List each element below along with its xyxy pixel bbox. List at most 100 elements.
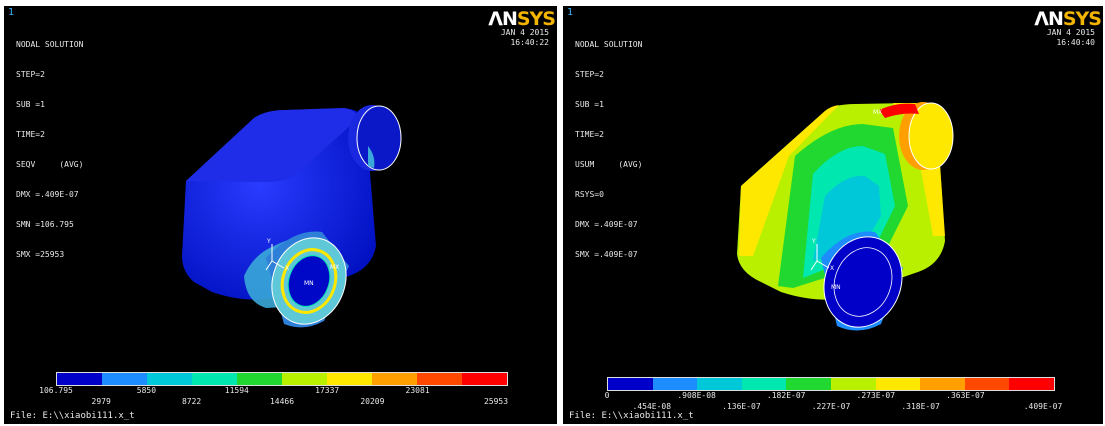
legend-swatch <box>964 378 1010 390</box>
legend-swatch <box>741 378 787 390</box>
legend-label-top: 0 <box>604 391 610 400</box>
solution-info: NODAL SOLUTION STEP=2 SUB =1 TIME=2 SEQV… <box>16 20 83 280</box>
z-axis-line <box>265 260 273 271</box>
legend-label-top: 106.795 <box>39 386 73 395</box>
legend-swatch <box>372 373 417 385</box>
legend-swatch <box>830 378 876 390</box>
legend-swatch <box>920 378 965 390</box>
contour-band <box>739 105 839 256</box>
max-marker: MX <box>873 109 882 116</box>
legend-swatch <box>147 373 192 385</box>
legend-swatch <box>875 378 921 390</box>
legend-label-top: .363E-07 <box>946 391 985 400</box>
legend-swatch <box>192 373 237 385</box>
file-path: File: E:\\xiaobi111.x_t <box>10 411 135 421</box>
legend-swatch <box>786 378 831 390</box>
left-viewport[interactable]: 1 NODAL SOLUTION STEP=2 SUB =1 TIME=2 SE… <box>4 6 557 424</box>
legend-label-bottom: 14466 <box>269 397 295 406</box>
ansys-logo: ΛNSYS <box>1034 8 1102 30</box>
legend-label-top: 5850 <box>136 386 157 395</box>
info-line: SEQV (AVG) <box>16 160 84 169</box>
legend-swatch <box>237 373 282 385</box>
legend-swatch <box>102 373 147 385</box>
legend-label-bottom: 20209 <box>360 397 385 406</box>
info-line: STEP=2 <box>575 70 604 79</box>
legend-label-bottom: .454E-08 <box>632 402 672 411</box>
info-line: SUB =1 <box>16 100 45 109</box>
legend-label-bottom: .318E-07 <box>901 402 940 411</box>
legend-swatch <box>1009 378 1054 390</box>
legend-label-bottom: .227E-07 <box>811 402 851 411</box>
stress-model: Y X MN MX <box>182 105 402 328</box>
window-number: 1 <box>567 7 574 18</box>
x-axis-line <box>816 260 830 269</box>
solution-info: NODAL SOLUTION STEP=2 SUB =1 TIME=2 USUM… <box>575 20 642 280</box>
legend-label-top: 23081 <box>405 386 430 395</box>
legend-label-top: .182E-07 <box>766 391 806 400</box>
info-line: SMN =106.795 <box>16 220 74 229</box>
legend-swatch <box>608 378 653 390</box>
info-line: STEP=2 <box>16 70 45 79</box>
legend-swatch <box>417 373 462 385</box>
right-flange-face <box>908 102 954 170</box>
min-marker: MN <box>304 280 314 287</box>
legend-label-bottom: .409E-07 <box>1023 402 1063 411</box>
info-line: USUM (AVG) <box>575 160 643 169</box>
date-text: JAN 4 2015 <box>500 28 549 37</box>
legend-label-bottom: .136E-07 <box>722 402 761 411</box>
legend-label-bottom: 25953 <box>483 397 509 406</box>
info-line: TIME=2 <box>575 130 604 139</box>
time-text: 16:40:40 <box>1056 38 1095 47</box>
x-axis-label: X <box>285 265 289 272</box>
info-line: NODAL SOLUTION <box>16 40 84 49</box>
min-marker: MN <box>831 284 841 291</box>
displacement-model: Y X MN MX <box>737 102 954 331</box>
info-line: RSYS=0 <box>575 190 604 199</box>
legend-swatch <box>57 373 102 385</box>
right-flange-face <box>356 105 402 171</box>
lower-flange-face <box>823 236 903 328</box>
y-axis-label: Y <box>266 238 271 245</box>
info-line: SUB =1 <box>575 100 604 109</box>
info-line: SMX =.409E-07 <box>575 250 638 259</box>
legend-bar <box>56 372 508 386</box>
legend-label-bottom: 2979 <box>91 397 111 406</box>
ansys-logo: ΛNSYS <box>488 8 556 30</box>
x-axis-line <box>271 260 285 269</box>
stress-ring <box>280 248 338 314</box>
info-line: DMX =.409E-07 <box>575 220 638 229</box>
info-line: TIME=2 <box>16 130 45 139</box>
body-top-face <box>186 108 359 182</box>
legend-bar <box>607 377 1055 391</box>
legend-label-top: .273E-07 <box>856 391 896 400</box>
file-path: File: E:\\xiaobi111.x_t <box>569 411 694 421</box>
legend-label-top: 11594 <box>224 386 249 395</box>
legend-swatch <box>462 373 507 385</box>
timestamp: JAN 4 2015 16:40:40 <box>1047 28 1095 48</box>
z-axis-line <box>810 260 818 271</box>
legend-swatch <box>697 378 742 390</box>
info-line: NODAL SOLUTION <box>575 40 643 49</box>
timestamp: JAN 4 2015 16:40:22 <box>501 28 549 48</box>
right-viewport[interactable]: 1 NODAL SOLUTION STEP=2 SUB =1 TIME=2 US… <box>563 6 1103 424</box>
y-axis-label: Y <box>811 238 816 245</box>
bore <box>287 255 331 307</box>
legend-label-bottom: 8722 <box>181 397 202 406</box>
legend-swatch <box>327 373 372 385</box>
max-marker: MX <box>330 264 339 271</box>
bore-outline <box>833 247 893 317</box>
legend-label-top: 17337 <box>315 386 340 395</box>
legend-swatch <box>282 373 327 385</box>
date-text: JAN 4 2015 <box>1046 28 1095 37</box>
window-number: 1 <box>8 7 15 18</box>
stress-region <box>368 146 375 168</box>
legend-label-top: .908E-08 <box>677 391 716 400</box>
color-legend: 0 .908E-08 .182E-07 .273E-07 .363E-07 .454E-0… <box>605 377 1062 411</box>
max-region <box>879 103 919 118</box>
legend-swatch <box>652 378 698 390</box>
x-axis-label: X <box>830 265 834 272</box>
color-legend: 106.795 5850 11594 17337 23081 2979 8722 14466 2… <box>39 372 508 406</box>
info-line: DMX =.409E-07 <box>16 190 79 199</box>
info-line: SMX =25953 <box>16 250 65 259</box>
time-text: 16:40:22 <box>510 38 549 47</box>
